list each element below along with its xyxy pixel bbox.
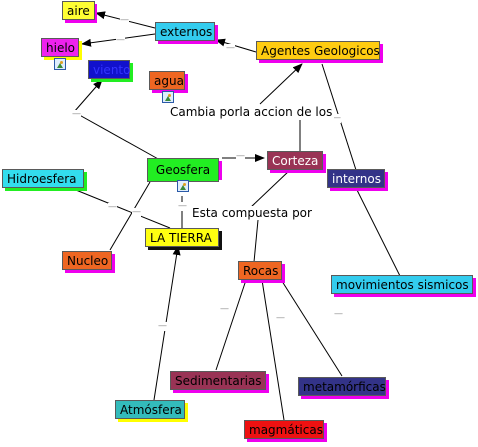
edge-marker: — <box>226 43 235 53</box>
node-la-tierra[interactable]: LA TIERRA <box>145 228 219 247</box>
node-atmosfera[interactable]: Atmósfera <box>115 400 185 419</box>
edge-marker: — <box>334 309 343 319</box>
edge-marker: — <box>332 113 341 123</box>
edge-label-rocas <box>253 219 259 263</box>
edge-viento-arrow <box>73 79 103 113</box>
edge-agentes-externos <box>215 38 257 53</box>
node-magmaticas[interactable]: magmáticas <box>244 420 324 439</box>
node-agentes-geologicos[interactable]: Agentes Geologicos <box>256 41 380 60</box>
node-viento[interactable]: viento <box>88 60 130 79</box>
image-icon[interactable] <box>54 58 66 70</box>
image-icon[interactable] <box>177 180 189 192</box>
node-movimientos-sismicos[interactable]: movimientos sismicos <box>331 275 473 294</box>
edge-marker: — <box>158 321 167 331</box>
edge-geosfera-latierra <box>109 181 151 251</box>
edge-hidroesfera-latierra <box>65 185 171 229</box>
edge-marker: — <box>178 201 187 211</box>
node-rocas[interactable]: Rocas <box>238 261 282 280</box>
edge-corteza-label <box>249 169 291 209</box>
node-geosfera[interactable]: Geosfera <box>147 158 219 182</box>
node-nucleo[interactable]: Nucleo <box>62 251 112 270</box>
edge-rocas-sedimentarias <box>215 279 247 371</box>
node-aire[interactable]: aire <box>62 1 95 20</box>
node-agua[interactable]: agua <box>149 71 185 90</box>
link-label-compuesta: Esta compuesta por <box>190 206 314 220</box>
edge-geosfera-viento <box>73 111 161 161</box>
edge-marker: — <box>72 109 81 119</box>
edge-marker: — <box>220 304 229 314</box>
edge-marker: — <box>116 35 125 45</box>
edge-rocas-magmaticas <box>261 279 285 421</box>
edge-marker: — <box>276 313 285 323</box>
edge-label-agentes <box>259 63 303 105</box>
link-label-cambia: Cambia porla accion de los <box>168 105 335 119</box>
edge-marker: — <box>236 151 245 161</box>
image-icon[interactable] <box>162 91 174 103</box>
edge-internos-movimientos <box>355 187 401 277</box>
node-metamorficas[interactable]: metamórficas <box>298 377 386 396</box>
edge-rocas-metamorficas <box>279 277 343 377</box>
node-sedimentarias[interactable]: Sedimentarias <box>170 371 266 390</box>
edge-marker: — <box>120 15 129 25</box>
node-hidroesfera[interactable]: Hidroesfera <box>2 169 84 188</box>
node-corteza[interactable]: Corteza <box>267 151 323 170</box>
node-externos[interactable]: externos <box>155 22 215 41</box>
node-internos[interactable]: internos <box>327 169 385 188</box>
edge-marker: — <box>108 202 117 212</box>
edge-marker: — <box>132 207 141 217</box>
node-hielo[interactable]: hielo <box>41 38 79 57</box>
